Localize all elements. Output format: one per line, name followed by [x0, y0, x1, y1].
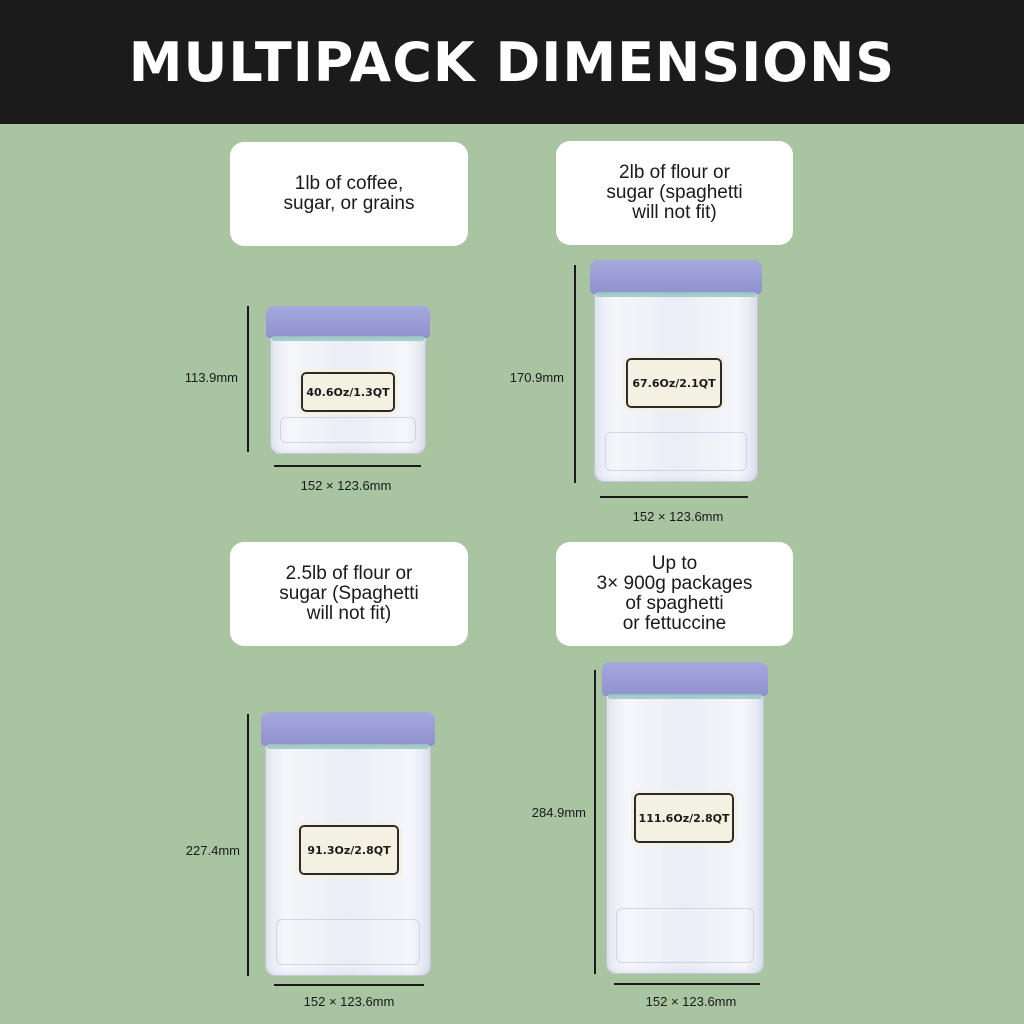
footprint-dimension-line: [274, 465, 421, 467]
product-description: 2lb of flour or sugar (spaghetti will no…: [556, 141, 793, 245]
capacity-label: 67.6Oz/2.1QT: [623, 355, 725, 411]
height-dimension-label: 284.9mm: [531, 805, 586, 820]
footprint-dimension-label: 152 × 123.6mm: [303, 994, 395, 1009]
storage-container-image: 111.6Oz/2.8QT: [602, 662, 768, 974]
container-seal: [267, 744, 429, 749]
footprint-dimension-line: [600, 496, 748, 498]
page-title: MULTIPACK DIMENSIONS: [128, 30, 896, 94]
storage-container-image: 67.6Oz/2.1QT: [590, 260, 762, 482]
footprint-dimension-line: [274, 984, 424, 986]
footprint-dimension-label: 152 × 123.6mm: [300, 478, 392, 493]
product-description: 2.5lb of flour or sugar (Spaghetti will …: [230, 542, 468, 646]
container-lid: [602, 662, 768, 696]
footprint-dimension-line: [614, 983, 760, 985]
height-dimension-line: [247, 306, 249, 452]
container-seal: [596, 292, 756, 297]
container-lid: [266, 306, 430, 338]
product-description: Up to 3× 900g packages of spaghetti or f…: [556, 542, 793, 646]
capacity-label: 91.3Oz/2.8QT: [296, 822, 402, 878]
container-seal: [272, 336, 424, 341]
container-seal: [608, 694, 762, 699]
capacity-label: 111.6Oz/2.8QT: [631, 790, 737, 846]
footprint-dimension-label: 152 × 123.6mm: [645, 994, 737, 1009]
product-description: 1lb of coffee, sugar, or grains: [230, 142, 468, 246]
height-dimension-label: 170.9mm: [509, 370, 564, 385]
storage-container-image: 91.3Oz/2.8QT: [261, 712, 435, 976]
height-dimension-label: 227.4mm: [185, 843, 240, 858]
height-dimension-line: [594, 670, 596, 974]
header-banner: MULTIPACK DIMENSIONS: [0, 0, 1024, 124]
storage-container-image: 40.6Oz/1.3QT: [266, 306, 430, 454]
footprint-dimension-label: 152 × 123.6mm: [632, 509, 724, 524]
container-lid: [261, 712, 435, 746]
height-dimension-line: [574, 265, 576, 483]
container-lid: [590, 260, 762, 294]
height-dimension-line: [247, 714, 249, 976]
capacity-label: 40.6Oz/1.3QT: [298, 369, 398, 415]
height-dimension-label: 113.9mm: [184, 370, 238, 385]
